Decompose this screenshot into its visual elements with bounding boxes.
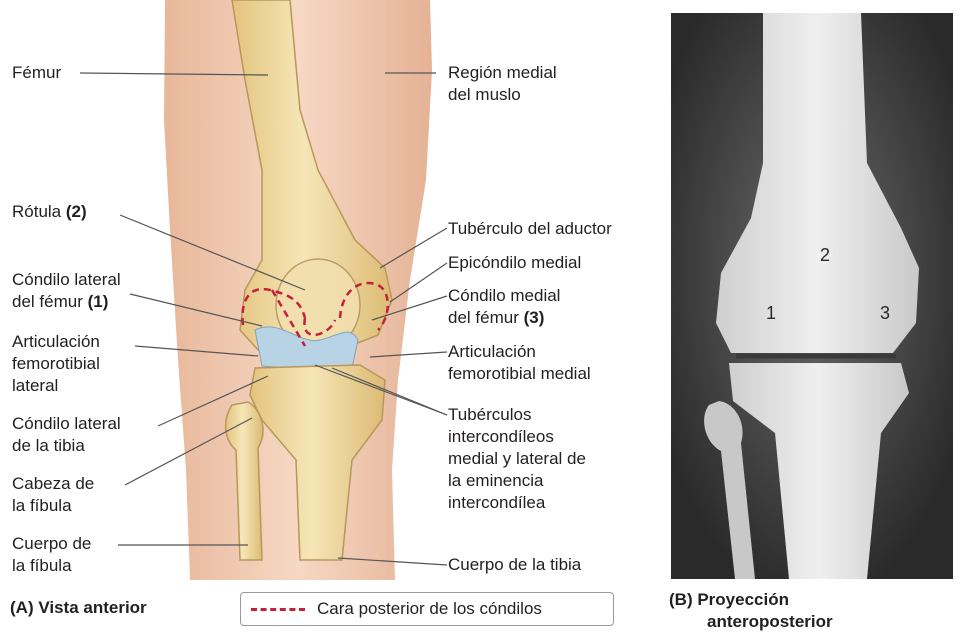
label-epicondilo-medial: Epicóndilo medial <box>448 252 581 274</box>
legend-dashed-line <box>251 608 305 611</box>
label-tuberculos-intercondileos: Tubérculos intercondíleos medial y later… <box>448 404 586 514</box>
label-cuerpo-fibula: Cuerpo de la fíbula <box>12 533 91 577</box>
label-femur: Fémur <box>12 62 61 84</box>
label-cuerpo-tibia: Cuerpo de la tibia <box>448 554 581 576</box>
legend: Cara posterior de los cóndilos <box>240 592 614 626</box>
label-condilo-lateral-femur: Cóndilo lateral del fémur (1) <box>12 269 121 313</box>
label-art-femorotibial-lateral: Articulación femorotibial lateral <box>12 331 100 397</box>
label-art-femorotibial-medial: Articulación femorotibial medial <box>448 341 591 385</box>
label-cabeza-fibula: Cabeza de la fíbula <box>12 473 94 517</box>
xray-marker-2: 2 <box>820 244 830 266</box>
legend-text: Cara posterior de los cóndilos <box>317 598 542 620</box>
label-condilo-lateral-tibia: Cóndilo lateral de la tibia <box>12 413 121 457</box>
xray-marker-1: 1 <box>766 302 776 324</box>
label-condilo-medial-femur: Cóndilo medial del fémur (3) <box>448 285 560 329</box>
xray-marker-3: 3 <box>880 302 890 324</box>
label-region-medial: Región medial del muslo <box>448 62 557 106</box>
xray-image <box>671 13 953 579</box>
knee-anterior-illustration <box>0 0 660 638</box>
caption-b: (B) Proyección anteroposterior <box>669 589 833 633</box>
label-tuberculo-aductor: Tubérculo del aductor <box>448 218 612 240</box>
caption-a: (A) Vista anterior <box>10 597 147 619</box>
label-rotula: Rótula (2) <box>12 201 87 223</box>
panel-anterior-view: Fémur Región medial del muslo Rótula (2)… <box>0 0 660 638</box>
